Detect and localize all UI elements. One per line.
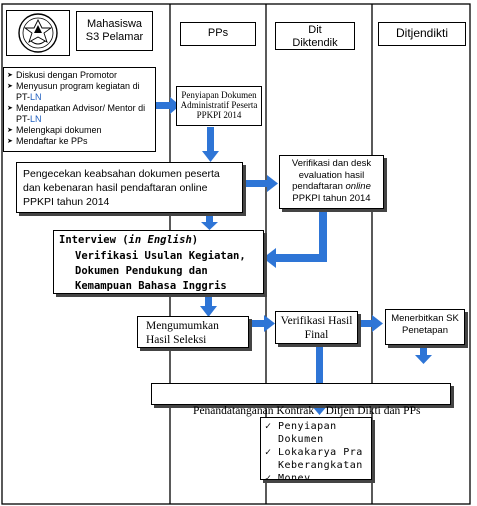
arrow-desk-to-interview-head: [263, 248, 276, 268]
step-penyiapan: Penyiapan Dokumen Administratif Peserta …: [176, 86, 262, 126]
lane-header-pps: PPs: [180, 22, 256, 46]
arrow-final-to-sk-head: [372, 315, 383, 332]
student-task-text: Mendapatkan Advisor/ Mentor di PT-: [16, 103, 146, 124]
student-task-list: Diskusi dengan PromotorMenyusun program …: [3, 67, 156, 152]
interview-line-1: Interview (in English): [59, 233, 258, 249]
student-task-text: Melengkapi dokumen: [16, 125, 102, 135]
lane-header-mahasiswa: Mahasiswa S3 Pelamar: [76, 11, 153, 51]
student-task-text: Diskusi dengan Promotor: [16, 70, 118, 80]
student-task-item: Diskusi dengan Promotor: [7, 70, 152, 81]
arrow-pengecekan-down-head: [201, 222, 218, 230]
logo-box: [6, 10, 70, 56]
arrow-pengecekan-right: [245, 180, 267, 187]
step-pengecekan: Pengecekan keabsahan dokumen peserta dan…: [16, 162, 243, 213]
student-task-ln: LN: [30, 92, 42, 102]
arrow-desk-to-interview: [276, 210, 327, 262]
verifikasi-desk-online: online: [345, 181, 371, 192]
interview-label-close: ): [191, 234, 199, 246]
step-penyiapan-text: Penyiapan Dokumen Administratif Peserta …: [180, 90, 258, 120]
step-mengumumkan-text: Mengumumkan Hasil Seleksi: [146, 320, 219, 346]
lane-header-dit-diktendik: Dit Diktendik: [275, 22, 355, 50]
final-task-text: Monev: [278, 473, 311, 480]
arrow-interview-down: [205, 294, 212, 306]
student-task-ln: LN: [30, 114, 42, 124]
final-task-list: ✓ Penyiapan Dokumen ✓ Lokakarya Pra Keberan…: [260, 417, 372, 480]
interview-detail: Verifikasi Usulan Kegiatan, Dokumen Pend…: [75, 250, 246, 292]
student-task-text: Mendaftar ke PPs: [16, 136, 88, 146]
step-menerbitkan: Menerbitkan SK Penetapan: [385, 309, 465, 345]
tut-wuri-handayani-logo: [18, 13, 58, 53]
step-penandatanganan: Penandatanganan Kontrak Ditjen Dikti dan…: [151, 383, 451, 417]
final-task-text: Penyiapan Dokumen: [278, 421, 337, 445]
student-task-item: Menyusun program kegiatan di PT-LN: [7, 81, 152, 103]
arrow-pengecekan-right-head: [267, 175, 278, 192]
arrow-umum-to-final-head: [264, 315, 275, 332]
final-task-item: ✓ Lokakarya Pra Keberangkatan: [264, 446, 368, 472]
interview-label: Interview (: [59, 234, 129, 246]
check-icon: ✓: [265, 447, 272, 458]
student-task-item: Mendaftar ke PPs: [7, 136, 152, 147]
step-mengumumkan: Mengumumkan Hasil Seleksi: [137, 316, 249, 348]
arrow-tasks-to-penyiapan-head: [170, 97, 180, 114]
check-icon: ✓: [265, 421, 272, 432]
check-icon: ✓: [265, 473, 272, 480]
student-tasks: Diskusi dengan PromotorMenyusun program …: [7, 70, 152, 147]
arrow-sk-down-head: [415, 355, 432, 364]
arrow-penyiapan-down: [207, 127, 214, 151]
step-verifikasi-final-text: Verifikasi Hasil Final: [280, 315, 353, 341]
arrow-penyiapan-down-head: [202, 151, 219, 162]
lane-header-ditjendikti: Ditjendikti: [378, 22, 466, 46]
step-verifikasi-desk: Verifikasi dan desk evaluation hasil pen…: [279, 155, 384, 209]
final-tasks: ✓ Penyiapan Dokumen ✓ Lokakarya Pra Keberan…: [264, 420, 368, 480]
final-task-item: ✓ Penyiapan Dokumen: [264, 420, 368, 446]
arrow-interview-down-head: [200, 306, 217, 317]
student-task-item: Mendapatkan Advisor/ Mentor di PT-LN: [7, 103, 152, 125]
student-task-text: Menyusun program kegiatan di PT-: [16, 81, 140, 102]
step-penandatanganan-text: Penandatanganan Kontrak Ditjen Dikti dan…: [193, 405, 421, 417]
arrow-umum-to-final: [250, 320, 264, 327]
verifikasi-desk-post: PPKPI tahun 2014: [292, 192, 371, 204]
arrow-final-to-sk: [358, 320, 372, 327]
step-menerbitkan-text: Menerbitkan SK Penetapan: [391, 313, 459, 336]
final-task-item: ✓ Monev: [264, 472, 368, 480]
arrow-pengecekan-down: [206, 216, 213, 223]
lane-frame: [1, 3, 471, 505]
arrow-tasks-to-penyiapan: [156, 102, 170, 109]
step-pengecekan-text: Pengecekan keabsahan dokumen peserta dan…: [23, 168, 220, 208]
step-verifikasi-final: Verifikasi Hasil Final: [275, 311, 358, 344]
arrow-final-down: [316, 344, 323, 407]
final-task-text: Lokakarya Pra Keberangkatan: [278, 447, 363, 471]
arrow-final-down-head: [311, 405, 328, 415]
interview-in-english: in English: [128, 234, 192, 246]
step-interview: Interview (in English) Verifikasi Usulan…: [53, 230, 264, 294]
verifikasi-desk-pre: Verifikasi dan desk evaluation hasil pen…: [291, 158, 372, 192]
arrow-sk-down: [420, 346, 427, 356]
student-task-item: Melengkapi dokumen: [7, 125, 152, 136]
